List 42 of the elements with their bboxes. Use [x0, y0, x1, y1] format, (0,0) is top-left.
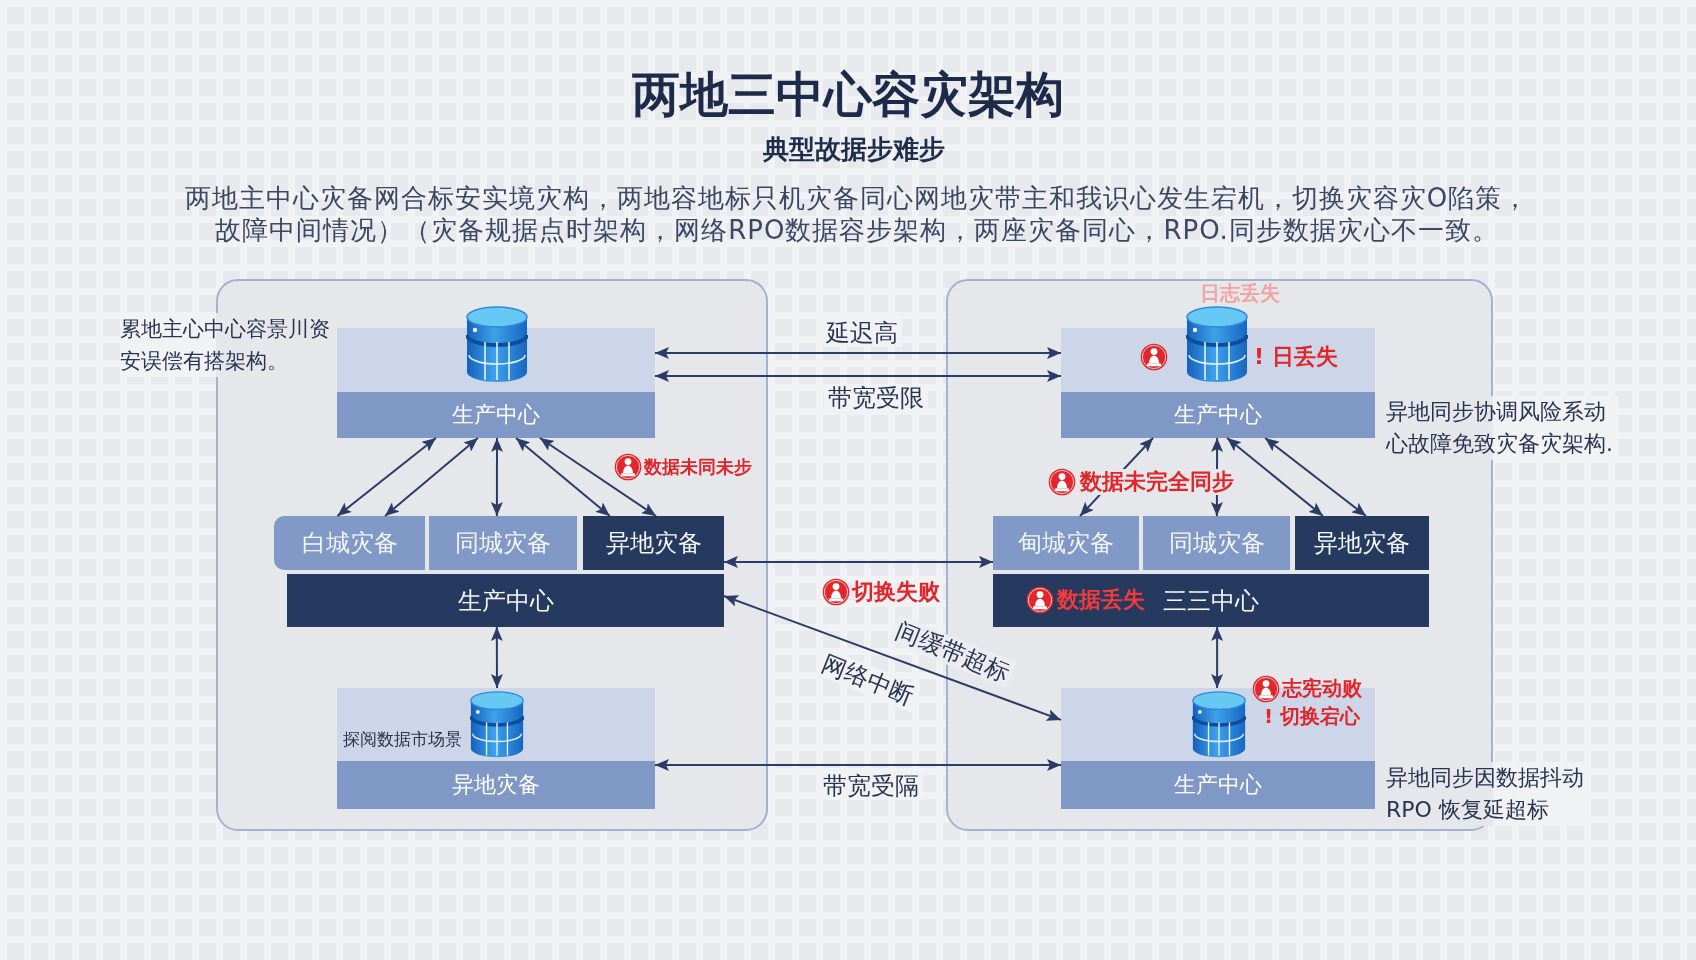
title: 两地三中心容灾架构: [632, 65, 1064, 124]
double-arrow: [1226, 437, 1324, 517]
box-label: 异地灾备: [452, 772, 540, 798]
caption-text: 累地主心中心容景川资安误偿有搭架构。: [120, 313, 332, 377]
double-arrow: [1211, 626, 1224, 689]
site-box: 甸城灾备: [993, 516, 1139, 570]
box-label: 生产中心: [1174, 402, 1262, 428]
warning-text: 切换失败: [852, 579, 940, 605]
site-box: 同城灾备: [429, 516, 577, 570]
warning-text: ! 日丢失: [1254, 344, 1338, 370]
subtitle: 典型故据步难步: [763, 133, 945, 165]
double-arrow: [336, 437, 437, 517]
double-arrow: [1264, 437, 1367, 517]
double-arrow: [723, 595, 1062, 721]
warning-text: 数据丢失: [1057, 587, 1145, 613]
site-box: 生产中心: [287, 574, 724, 627]
double-arrow: [654, 370, 1062, 382]
warning-text: ! 切换宕心: [1264, 704, 1361, 728]
description-text: 两地主中心灾备网合标安实境灾构，两地容地标只机灾备同心网地灾带主和我识心发生宕机，切换灾容灾O陷策，故障中间情况）（灾备规据点时架构，网络RPO数据容步架构，两座灾备同心，RPO.同步数据灾心不一致。: [183, 182, 1531, 246]
note-text: 异地同步协调风险系动心故障免致灾备灾架构.: [1386, 396, 1618, 460]
warning-text: 数据未完全同步: [1080, 469, 1234, 495]
box-label: 生产中心: [1174, 772, 1262, 798]
caption-text: 探阅数据市场景: [343, 728, 462, 750]
site-box: [337, 688, 655, 809]
warning-text: 日志丢失: [1200, 282, 1280, 304]
double-arrow: [515, 437, 611, 517]
site-box: 异地灾备: [1295, 516, 1429, 570]
edge-label: 延迟高: [822, 319, 902, 347]
double-arrow: [490, 626, 503, 689]
warning-text: 数据未同未步: [644, 456, 752, 478]
double-arrow: [654, 759, 1062, 771]
double-arrow: [490, 437, 503, 517]
edge-label: 带宽受限: [824, 384, 928, 412]
site-box: 白城灾备: [274, 516, 425, 570]
site-box: 异地灾备: [583, 516, 724, 570]
double-arrow: [723, 555, 994, 568]
site-box: 同城灾备: [1143, 516, 1290, 570]
box-label: 生产中心: [452, 402, 540, 428]
double-arrow: [654, 347, 1062, 359]
double-arrow: [538, 437, 657, 517]
warning-text: 志宪动败: [1282, 676, 1362, 700]
double-arrow: [384, 437, 479, 517]
